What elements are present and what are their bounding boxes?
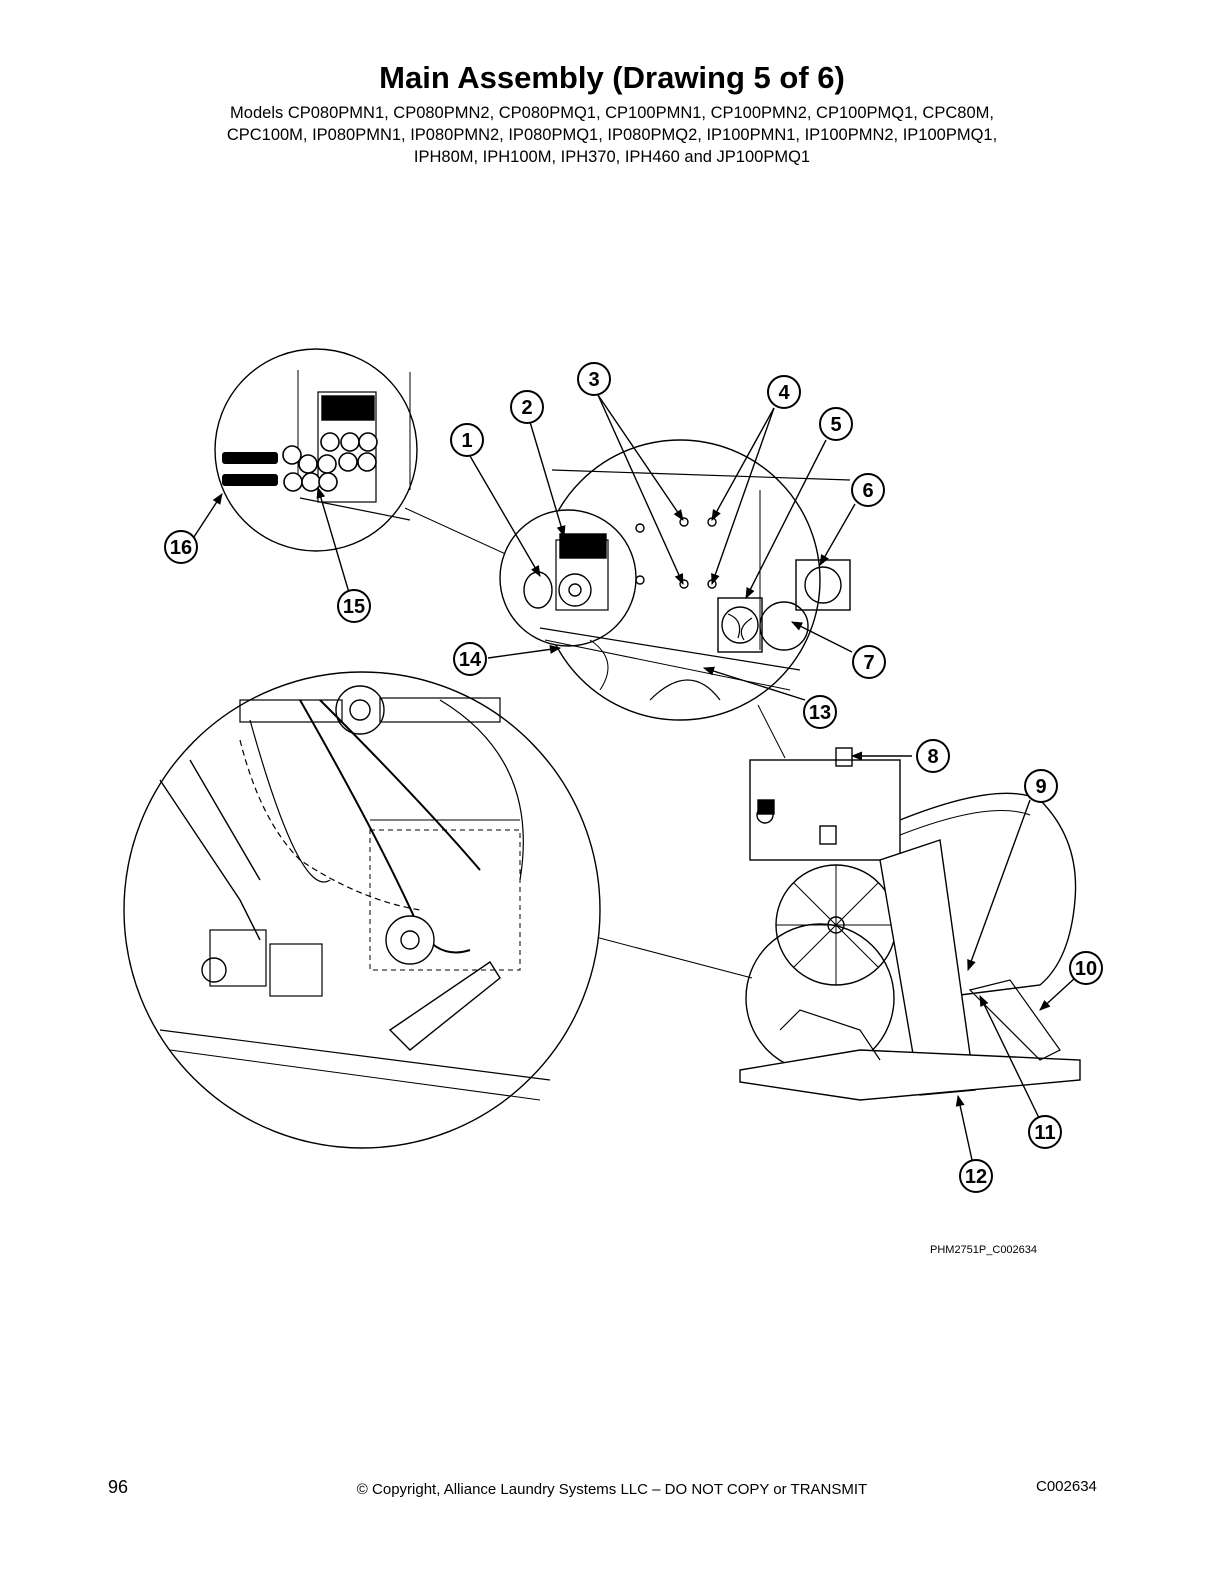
- svg-text:2: 2: [521, 397, 532, 419]
- svg-text:8: 8: [927, 746, 938, 768]
- callout-bubbles: 1 2 3 4 5 6 7 8 9 10 11 12 13 14 15 16: [164, 362, 1103, 1193]
- detail-control-buttons: [214, 348, 418, 552]
- page-number: 96: [108, 1477, 129, 1497]
- callout-6: 6: [851, 473, 885, 507]
- callout-9: 9: [1024, 769, 1058, 803]
- copyright-notice: © Copyright, Alliance Laundry Systems LL…: [356, 1481, 868, 1498]
- svg-text:1: 1: [461, 430, 472, 452]
- callout-16: 16: [164, 530, 198, 564]
- models-list: Models CP080PMN1, CP080PMN2, CP080PMQ1, …: [112, 102, 1112, 168]
- models-line: Models CP080PMN1, CP080PMN2, CP080PMQ1, …: [230, 104, 994, 122]
- page-title: Main Assembly (Drawing 5 of 6): [379, 60, 845, 95]
- svg-text:7: 7: [863, 652, 874, 674]
- svg-text:13: 13: [809, 702, 831, 724]
- models-line: CPC100M, IP080PMN1, IP080PMN2, IP080PMQ1…: [226, 126, 998, 144]
- svg-text:15: 15: [343, 596, 365, 618]
- callout-3: 3: [577, 362, 611, 396]
- document-number: C002634: [1036, 1478, 1097, 1495]
- svg-text:6: 6: [862, 480, 873, 502]
- leader-arrows: [191, 394, 1076, 1161]
- callout-1: 1: [450, 423, 484, 457]
- callout-4: 4: [767, 375, 801, 409]
- callout-5: 5: [819, 407, 853, 441]
- svg-text:3: 3: [588, 369, 599, 391]
- svg-text:5: 5: [830, 414, 841, 436]
- svg-text:4: 4: [778, 382, 790, 404]
- detail-panel: [499, 439, 851, 721]
- callout-7: 7: [852, 645, 886, 679]
- svg-text:11: 11: [1034, 1122, 1055, 1144]
- svg-text:14: 14: [459, 649, 482, 671]
- callout-12: 12: [959, 1159, 993, 1193]
- figure-id: PHM2751P_C002634: [930, 1244, 1038, 1256]
- callout-15: 15: [337, 589, 371, 623]
- callout-13: 13: [803, 695, 837, 729]
- svg-text:16: 16: [170, 537, 192, 559]
- detail-drive-belt: [123, 671, 601, 1149]
- callout-10: 10: [1069, 951, 1103, 985]
- callout-11: 11: [1028, 1115, 1062, 1149]
- machine-overview: [739, 747, 1081, 1101]
- svg-text:12: 12: [965, 1166, 987, 1188]
- svg-text:9: 9: [1035, 776, 1046, 798]
- callout-14: 14: [453, 642, 487, 676]
- callout-2: 2: [510, 390, 544, 424]
- svg-text:10: 10: [1075, 958, 1097, 980]
- callout-8: 8: [916, 739, 950, 773]
- detail-connectors: [404, 507, 786, 979]
- models-line: IPH80M, IPH100M, IPH370, IPH460 and JP10…: [413, 148, 811, 166]
